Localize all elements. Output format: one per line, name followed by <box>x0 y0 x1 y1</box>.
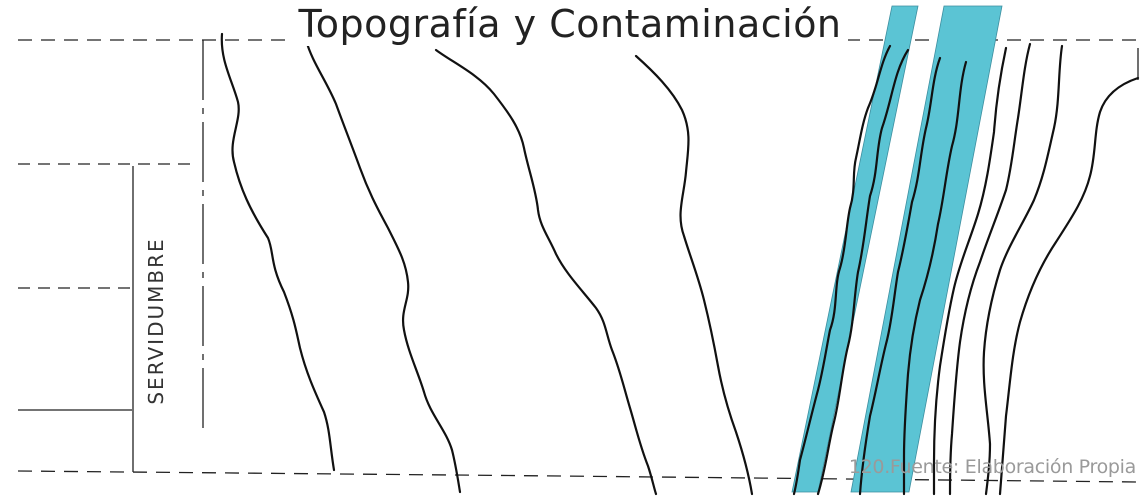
contour-line <box>932 46 1008 496</box>
source-caption: 120.Fuente: Elaboración Propia <box>848 456 1136 478</box>
contour-line <box>948 42 1032 496</box>
stream-band-2 <box>850 5 1003 493</box>
bottom-boundary-line <box>17 470 1139 483</box>
water-streams <box>791 5 1003 493</box>
servidumbre-label-text: SERVIDUMBRE <box>144 237 168 405</box>
contour-line <box>220 32 336 472</box>
contour-lines <box>220 32 1140 496</box>
contour-line <box>982 44 1064 496</box>
contour-line <box>634 54 754 496</box>
contour-line <box>902 60 968 496</box>
contour-line <box>816 48 910 496</box>
contour-line <box>792 44 892 496</box>
contour-line <box>858 56 942 496</box>
contour-line <box>304 38 462 494</box>
servidumbre-label: SERVIDUMBRE <box>136 206 176 436</box>
contour-line <box>998 76 1140 496</box>
contour-line <box>434 48 658 496</box>
